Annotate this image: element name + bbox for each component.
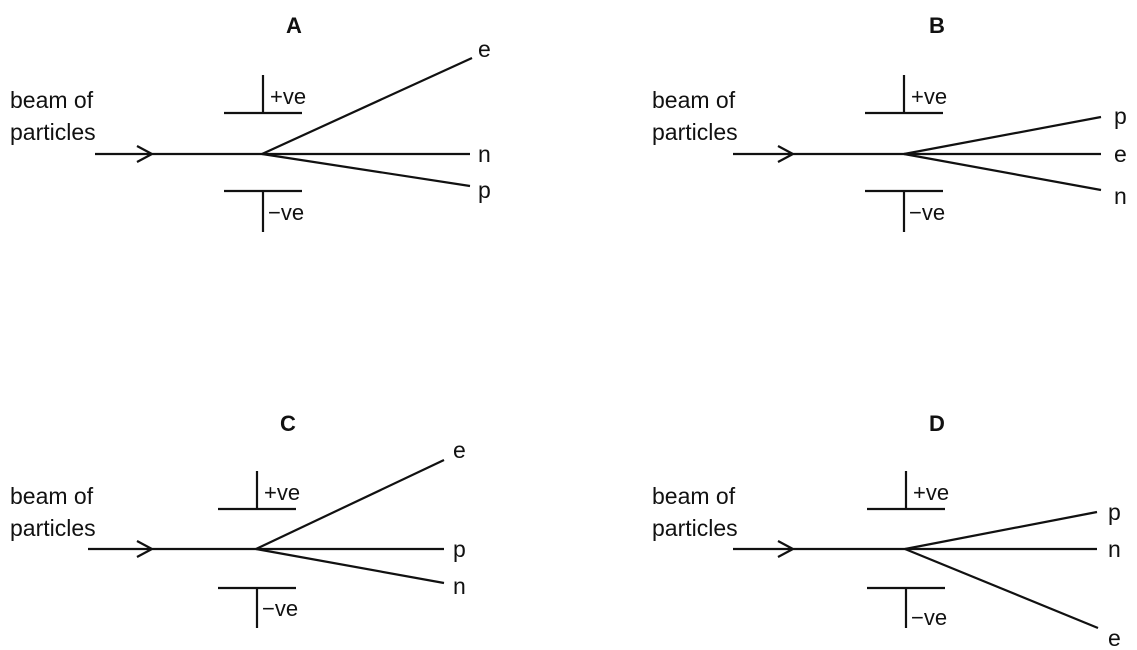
negative-plate-label: −ve bbox=[268, 200, 304, 225]
track-label-p: p bbox=[1114, 103, 1127, 129]
beam-label-line-2: particles bbox=[10, 515, 96, 541]
positive-plate-label: +ve bbox=[270, 84, 306, 109]
track-e bbox=[255, 459, 445, 550]
panel-d: D beam of particles +ve −ve p n e bbox=[652, 411, 1121, 650]
track-n bbox=[255, 547, 445, 585]
positive-plate-label: +ve bbox=[911, 84, 947, 109]
beam-label-line-1: beam of bbox=[652, 483, 736, 509]
track-n bbox=[903, 152, 1102, 192]
track-label-p: p bbox=[1108, 499, 1121, 525]
beam-arrow bbox=[95, 145, 262, 163]
negative-plate-label: −ve bbox=[911, 605, 947, 630]
beam-label-line-2: particles bbox=[652, 515, 738, 541]
beam-label-line-1: beam of bbox=[652, 87, 736, 113]
panel-label: B bbox=[929, 13, 945, 38]
negative-plate bbox=[218, 586, 296, 628]
negative-plate-label: −ve bbox=[262, 596, 298, 621]
track-label-e: e bbox=[453, 437, 466, 463]
positive-plate-label: +ve bbox=[913, 480, 949, 505]
positive-plate bbox=[867, 471, 945, 511]
beam-arrow bbox=[88, 540, 256, 558]
panel-label: C bbox=[280, 411, 296, 436]
track-e bbox=[904, 547, 1099, 630]
positive-plate bbox=[224, 75, 302, 115]
beam-arrow bbox=[733, 540, 905, 558]
track-p bbox=[904, 510, 1098, 551]
beam-label-line-1: beam of bbox=[10, 87, 94, 113]
track-label-n: n bbox=[1114, 183, 1127, 209]
track-label-p: p bbox=[478, 177, 491, 203]
panel-label: A bbox=[286, 13, 302, 38]
negative-plate-label: −ve bbox=[909, 200, 945, 225]
beam-arrow bbox=[733, 145, 904, 163]
panel-a: A beam of particles +ve −ve e n p bbox=[10, 13, 491, 232]
track-label-e: e bbox=[1108, 625, 1121, 650]
negative-plate bbox=[865, 189, 943, 232]
track-label-e: e bbox=[478, 36, 491, 62]
track-p bbox=[261, 152, 471, 188]
panel-label: D bbox=[929, 411, 945, 436]
negative-plate bbox=[867, 586, 945, 628]
negative-plate bbox=[224, 189, 302, 232]
track-label-e: e bbox=[1114, 141, 1127, 167]
positive-plate bbox=[865, 75, 943, 115]
panel-c: C beam of particles +ve −ve e p n bbox=[10, 411, 466, 628]
track-label-n: n bbox=[478, 141, 491, 167]
track-label-n: n bbox=[1108, 536, 1121, 562]
beam-label-line-2: particles bbox=[652, 119, 738, 145]
track-label-n: n bbox=[453, 573, 466, 599]
track-label-p: p bbox=[453, 536, 466, 562]
beam-label-line-2: particles bbox=[10, 119, 96, 145]
positive-plate bbox=[218, 471, 296, 511]
track-e bbox=[261, 56, 473, 156]
track-p bbox=[903, 115, 1102, 156]
beam-label-line-1: beam of bbox=[10, 483, 94, 509]
positive-plate-label: +ve bbox=[264, 480, 300, 505]
panel-b: B beam of particles +ve −ve p e n bbox=[652, 13, 1127, 232]
